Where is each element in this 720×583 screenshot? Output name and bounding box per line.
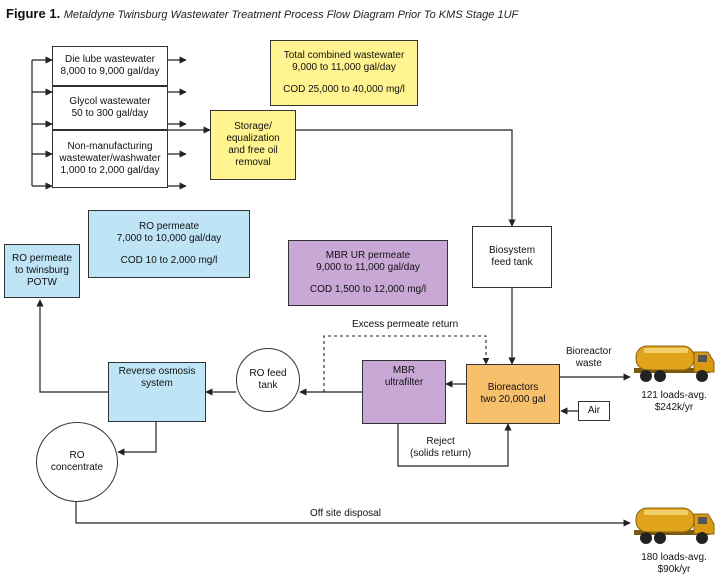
ro-permeate-title: RO permeate xyxy=(138,221,200,232)
potw-line1: RO permeate xyxy=(11,253,73,264)
mbr-line1: MBR xyxy=(392,365,416,376)
excess-permeate-label: Excess permeate return xyxy=(352,319,459,330)
air-label: Air xyxy=(587,405,601,416)
storage-to-biosystem-arrow xyxy=(296,129,516,227)
storage-line2: equalization xyxy=(226,133,280,144)
ro-concentrate-line1: RO xyxy=(69,450,85,461)
ro-to-potw-arrow xyxy=(36,299,108,393)
figure-label: Figure 1. xyxy=(6,6,61,21)
truck2-loads: 180 loads-avg. xyxy=(641,552,707,563)
total-cod: COD 25,000 to 40,000 mg/l xyxy=(283,84,405,95)
truck1-label: 121 loads-avg. $242k/yr xyxy=(632,390,716,414)
tanker-truck-icon xyxy=(634,507,715,544)
figure-title: Figure 1. Metaldyne Twinsburg Wastewater… xyxy=(6,6,518,21)
mbr-permeate-cod: COD 1,500 to 12,000 mg/l xyxy=(309,284,427,295)
storage-box: Storage/ equalization and free oil remov… xyxy=(210,110,296,180)
truck1-cost: $242k/yr xyxy=(654,402,694,413)
ro-feed-tank: RO feed tank xyxy=(236,348,300,412)
biosystem-feed-tank-box: Biosystem feed tank xyxy=(472,226,552,288)
offsite-disposal-label: Off site disposal xyxy=(310,508,381,519)
potw-line2: to twinsburg xyxy=(15,265,69,276)
biosystem-line2: feed tank xyxy=(491,257,533,268)
storage-line4: removal xyxy=(235,157,271,168)
glycol-name: Glycol wastewater xyxy=(69,96,151,107)
nonmfg-flow: 1,000 to 2,000 gal/day xyxy=(60,165,160,176)
truck2-cost: $90k/yr xyxy=(657,564,691,575)
total-flow: 9,000 to 11,000 gal/day xyxy=(292,62,396,73)
ro-permeate-potw-box: RO permeate to twinsburg POTW xyxy=(4,244,80,298)
ro-concentrate: RO concentrate xyxy=(36,422,118,502)
truck1-loads: 121 loads-avg. xyxy=(641,390,707,401)
biosystem-line1: Biosystem xyxy=(488,245,536,256)
mbr-ultrafilter-box: MBR ultrafilter xyxy=(362,360,446,424)
ro-permeate-flow: 7,000 to 10,000 gal/day xyxy=(116,233,222,244)
die-lube-box: Die lube wastewater 8,000 to 9,000 gal/d… xyxy=(52,46,168,86)
nonmfg-line2: wastewater/washwater xyxy=(59,153,161,164)
bioreactors-line2: two 20,000 gal xyxy=(480,394,546,405)
ro-permeate-cod: COD 10 to 2,000 mg/l xyxy=(120,255,218,266)
reverse-osmosis-box: Reverse osmosis system xyxy=(108,362,206,422)
reject-return-arrow xyxy=(397,423,512,467)
ro-permeate-info-box: RO permeate 7,000 to 10,000 gal/day COD … xyxy=(88,210,250,278)
glycol-flow: 50 to 300 gal/day xyxy=(71,108,149,119)
waste-line1: Bioreactor xyxy=(566,346,612,357)
ro-system-line2: system xyxy=(141,378,173,389)
mbr-permeate-flow: 9,000 to 11,000 gal/day xyxy=(316,262,420,273)
mbr-permeate-info-box: MBR UR permeate 9,000 to 11,000 gal/day … xyxy=(288,240,448,306)
mbr-permeate-title: MBR UR permeate xyxy=(325,250,411,261)
figure-caption: Metaldyne Twinsburg Wastewater Treatment… xyxy=(63,9,519,21)
bioreactor-waste-label: Bioreactor waste xyxy=(566,346,612,370)
bioreactors-box: Bioreactors two 20,000 gal xyxy=(466,364,560,424)
tanker-truck-icon xyxy=(634,345,715,382)
mbr-line2: ultrafilter xyxy=(384,377,424,388)
storage-line3: and free oil xyxy=(228,145,278,156)
die-lube-name: Die lube wastewater xyxy=(64,54,156,65)
nonmfg-line1: Non-manufacturing xyxy=(67,141,153,152)
ro-feed-line2: tank xyxy=(258,380,278,391)
truck2-label: 180 loads-avg. $90k/yr xyxy=(632,552,716,576)
reject-line2: (solids return) xyxy=(410,448,472,459)
total-title: Total combined wastewater xyxy=(283,50,405,61)
ro-to-concentrate-arrow xyxy=(117,422,157,456)
air-box: Air xyxy=(578,401,610,421)
ro-feed-line1: RO feed xyxy=(249,368,287,379)
non-manufacturing-box: Non-manufacturing wastewater/washwater 1… xyxy=(52,130,168,188)
storage-line1: Storage/ xyxy=(234,121,272,132)
reject-line1: Reject xyxy=(426,436,455,447)
total-combined-box: Total combined wastewater 9,000 to 11,00… xyxy=(270,40,418,106)
potw-line3: POTW xyxy=(27,277,57,288)
waste-line2: waste xyxy=(575,358,602,369)
die-lube-flow: 8,000 to 9,000 gal/day xyxy=(60,66,160,77)
bioreactors-line1: Bioreactors xyxy=(487,382,539,393)
reject-label: Reject (solids return) xyxy=(410,436,471,460)
ro-system-line1: Reverse osmosis xyxy=(118,366,196,377)
ro-concentrate-line2: concentrate xyxy=(50,462,104,473)
glycol-box: Glycol wastewater 50 to 300 gal/day xyxy=(52,86,168,130)
